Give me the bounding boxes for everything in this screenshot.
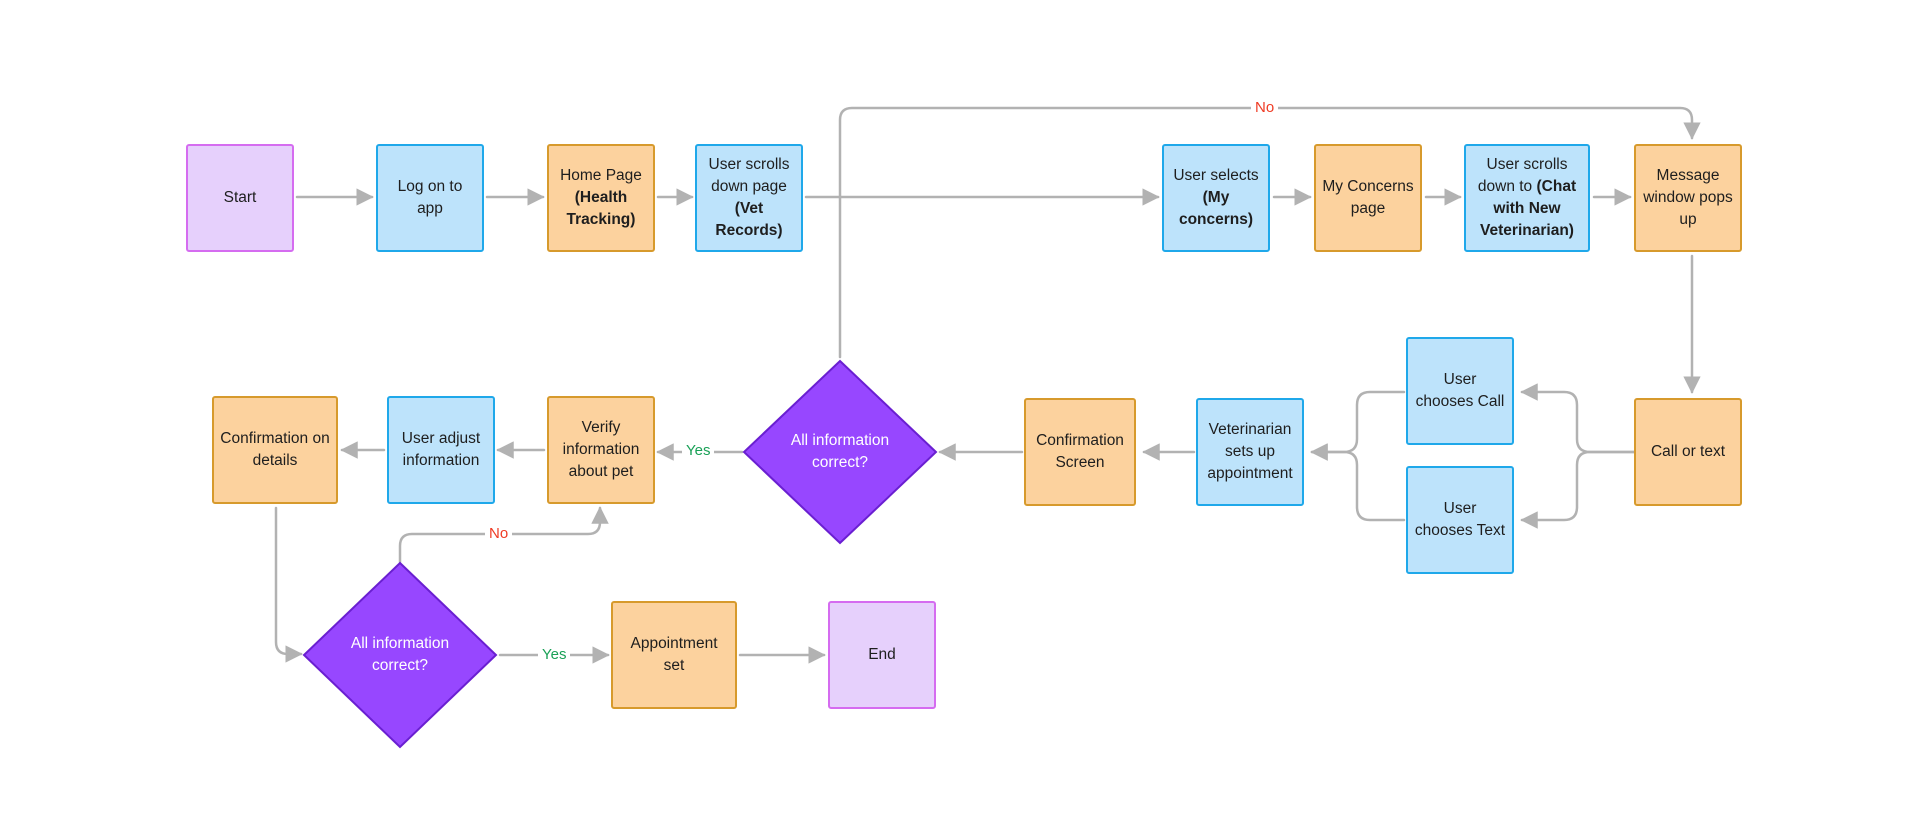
decision-diamond-2 xyxy=(302,561,498,749)
my-concerns-select-bold-label: (My concerns) xyxy=(1178,189,1254,228)
chat-new-vet-bold-label: (Chat with New Veterinarian) xyxy=(1480,178,1577,239)
start-label: Start xyxy=(223,189,257,206)
user-adjust-node: User adjust information xyxy=(387,396,495,504)
vet-records-label: User scrolls down page xyxy=(708,156,790,195)
chat-new-vet-node: User scrolls down to (Chat with New Vete… xyxy=(1464,144,1590,252)
chooses-call-node: User chooses Call xyxy=(1406,337,1514,445)
home-page-label: Home Page xyxy=(560,167,642,184)
vet-sets-up-node: Veterinarian sets up appointment xyxy=(1196,398,1304,506)
edge-callortext-to-call xyxy=(1520,383,1638,454)
edge-call-to-vet xyxy=(1310,390,1406,461)
confirmation-screen-node: Confirmation Screen xyxy=(1024,398,1136,506)
edge-label-decision1-yes: Yes xyxy=(682,442,715,460)
vet-records-node: User scrolls down page (Vet Records) xyxy=(695,144,803,252)
vet-sets-up-label: Veterinarian sets up appointment xyxy=(1207,421,1293,482)
verify-info-node: Verify information about pet xyxy=(547,396,655,504)
home-page-node: Home Page (Health Tracking) xyxy=(547,144,655,252)
my-concerns-select-node: User selects (My concerns) xyxy=(1162,144,1270,252)
decision-2-label: All information correct? xyxy=(350,635,450,674)
chooses-text-label: User chooses Text xyxy=(1414,500,1506,539)
call-or-text-node: Call or text xyxy=(1634,398,1742,506)
edge-callortext-to-text xyxy=(1520,450,1638,529)
decision-diamond-1 xyxy=(742,359,938,545)
message-window-node: Message window pops up xyxy=(1634,144,1742,252)
chooses-call-label: User chooses Call xyxy=(1415,371,1505,410)
my-concerns-page-node: My Concerns page xyxy=(1314,144,1422,252)
edge-text-to-vet xyxy=(1310,443,1406,522)
log-on-label: Log on to app xyxy=(397,178,463,217)
edge-confirmdetails-to-decision2 xyxy=(274,506,303,663)
chat-new-vet-label: User scrolls down to xyxy=(1477,156,1568,195)
message-window-label: Message window pops up xyxy=(1643,167,1733,228)
my-concerns-page-label: My Concerns page xyxy=(1322,178,1414,217)
user-adjust-label: User adjust information xyxy=(401,430,481,469)
decision-1-label: All information correct? xyxy=(790,432,890,471)
appointment-set-label: Appointment set xyxy=(630,635,718,674)
edge-label-decision2-yes: Yes xyxy=(538,646,571,664)
end-label: End xyxy=(868,646,896,663)
edge-label-top-no: No xyxy=(1251,99,1279,117)
appointment-set-node: Appointment set xyxy=(611,601,737,709)
start-node: Start xyxy=(186,144,294,252)
log-on-node: Log on to app xyxy=(376,144,484,252)
vet-records-bold-label: (Vet Records) xyxy=(715,200,783,239)
edge-label-decision2-no: No xyxy=(485,525,513,543)
confirmation-screen-label: Confirmation Screen xyxy=(1036,432,1124,471)
chooses-text-node: User chooses Text xyxy=(1406,466,1514,574)
verify-info-label: Verify information about pet xyxy=(562,419,640,480)
confirmation-details-label: Confirmation on details xyxy=(220,430,330,469)
confirmation-details-node: Confirmation on details xyxy=(212,396,338,504)
home-page-bold-label: (Health Tracking) xyxy=(566,189,636,228)
call-or-text-label: Call or text xyxy=(1650,443,1726,460)
end-node: End xyxy=(828,601,936,709)
my-concerns-select-label: User selects xyxy=(1173,167,1259,184)
